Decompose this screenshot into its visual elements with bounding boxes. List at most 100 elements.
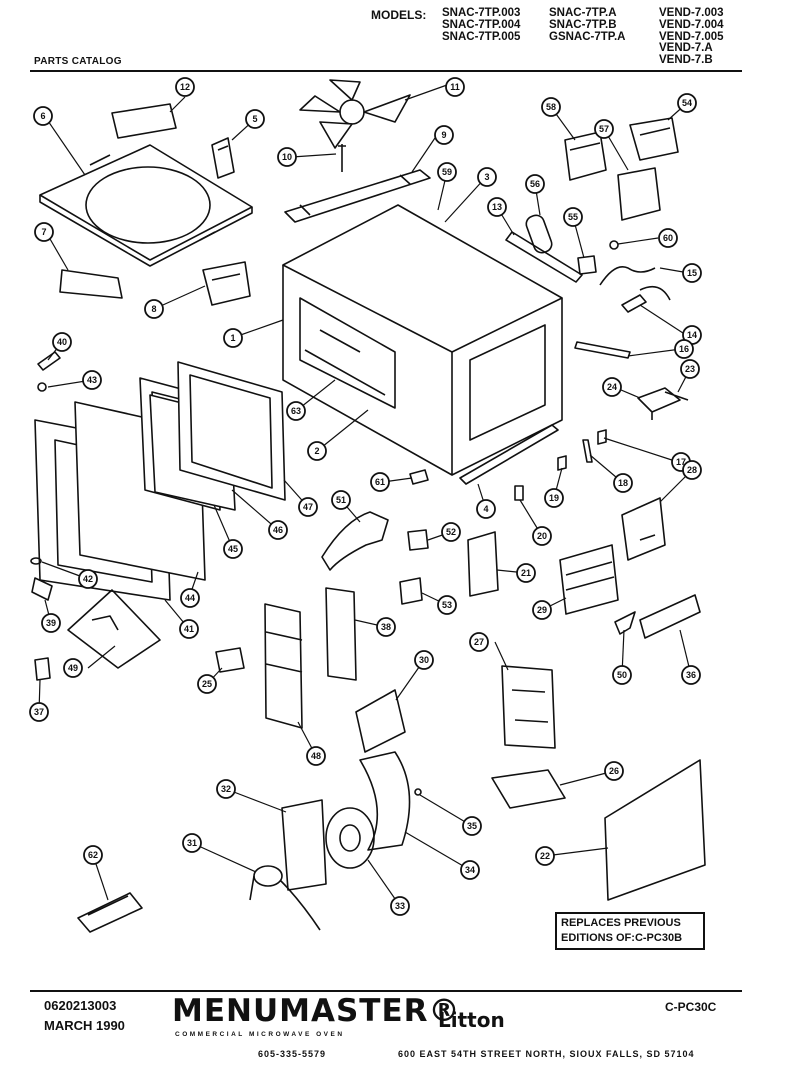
part-rail-13 [505, 231, 583, 283]
callout-circle [144, 299, 164, 319]
callout-48: 48 [306, 746, 326, 766]
callout-circle [286, 401, 306, 421]
model-number: SNAC-7TP.B [549, 18, 617, 31]
callout-circle [682, 460, 702, 480]
callout-46: 46 [268, 520, 288, 540]
part-bracket-54 [629, 117, 679, 161]
callout-circle [437, 595, 457, 615]
phone-number: 605-335-5579 [258, 1049, 327, 1059]
callout-51: 51 [331, 490, 351, 510]
callout-53: 53 [437, 595, 457, 615]
callout-circle [370, 472, 390, 492]
part-antenna-30 [614, 611, 636, 635]
callout-number: 1 [230, 333, 235, 343]
models-label: MODELS: [371, 8, 427, 22]
part-switch-20 [514, 485, 524, 501]
callout-circle [658, 228, 678, 248]
model-number: VEND-7.B [659, 54, 713, 67]
company-address: 600 EAST 54TH STREET NORTH, SIOUX FALLS,… [398, 1049, 695, 1059]
callout-circle [469, 632, 489, 652]
part-washer-42 [30, 557, 42, 565]
callout-25: 25 [197, 674, 217, 694]
callout-number: 13 [492, 202, 502, 212]
callout-5: 5 [245, 109, 265, 129]
callout-32: 32 [216, 779, 236, 799]
callout-circle [390, 896, 410, 916]
part-outer-wrapper [39, 144, 253, 267]
callout-circle [602, 377, 622, 397]
callout-26: 26 [604, 761, 624, 781]
callout-number: 8 [151, 304, 156, 314]
callout-number: 6 [40, 111, 45, 121]
callout-11: 11 [445, 77, 465, 97]
callout-number: 33 [395, 901, 405, 911]
callout-45: 45 [223, 539, 243, 559]
part-cover-58 [564, 131, 607, 181]
part-screw-35 [414, 788, 422, 796]
callout-number: 38 [381, 622, 391, 632]
part-thermostat-51 [321, 511, 389, 571]
callout-4: 4 [476, 499, 496, 519]
callout-number: 41 [184, 624, 194, 634]
callout-number: 27 [474, 637, 484, 647]
callout-number: 61 [375, 477, 385, 487]
callout-number: 22 [540, 851, 550, 861]
callout-circle [462, 816, 482, 836]
callout-number: 45 [228, 544, 238, 554]
callout-14: 14 [682, 325, 702, 345]
replaces-line-1: REPLACES PREVIOUS [561, 917, 681, 929]
model-number: GSNAC-7TP.A [549, 30, 626, 43]
model-number: SNAC-7TP.003 [442, 7, 521, 19]
callout-42: 42 [78, 569, 98, 589]
callout-number: 40 [57, 337, 67, 347]
callout-number: 32 [221, 784, 231, 794]
part-plate [111, 103, 177, 139]
part-back-panel [604, 759, 706, 901]
callout-number: 12 [180, 82, 190, 92]
callout-62: 62 [83, 845, 103, 865]
callout-number: 26 [609, 766, 619, 776]
callout-10: 10 [277, 147, 297, 167]
callout-38: 38 [376, 617, 396, 637]
callout-number: 59 [442, 167, 452, 177]
part-blower-plate-32 [281, 799, 327, 891]
part-terminal-board-62 [77, 892, 143, 933]
callout-number: 47 [303, 502, 313, 512]
callout-21: 21 [516, 563, 536, 583]
callout-circle [175, 77, 195, 97]
footer-rule [30, 990, 742, 992]
callout-1: 1 [223, 328, 243, 348]
part-magnetron [559, 544, 619, 615]
part-harness-15 [599, 266, 656, 286]
callout-50: 50 [612, 665, 632, 685]
callout-circle [182, 833, 202, 853]
model-number: VEND-7.003 [659, 7, 724, 19]
part-diode-14 [621, 285, 671, 313]
part-cover-36 [355, 689, 406, 753]
callout-number: 42 [83, 574, 93, 584]
model-number: VEND-7.005 [659, 30, 724, 43]
callout-28: 28 [682, 460, 702, 480]
header-rule [30, 70, 742, 72]
callout-circle [594, 119, 614, 139]
callout-number: 34 [465, 865, 475, 875]
part-bracket-small [211, 137, 235, 179]
callout-36: 36 [681, 665, 701, 685]
callout-54: 54 [677, 93, 697, 113]
callout-number: 29 [537, 605, 547, 615]
callout-3: 3 [477, 167, 497, 187]
replaces-line-2: EDITIONS OF:C-PC30B [561, 932, 683, 944]
replaces-notice: REPLACES PREVIOUS EDITIONS OF:C-PC30B [555, 912, 705, 950]
callout-30: 30 [414, 650, 434, 670]
catalog-code: C-PC30C [665, 1000, 717, 1014]
callout-number: 2 [314, 446, 319, 456]
callout-number: 21 [521, 568, 531, 578]
part-duct [59, 269, 123, 299]
part-switch-55 [577, 255, 597, 275]
callout-circle [179, 619, 199, 639]
part-blower-wheel-33 [325, 807, 375, 869]
callout-9: 9 [434, 125, 454, 145]
callout-49: 49 [63, 658, 83, 678]
callout-52: 52 [441, 522, 461, 542]
